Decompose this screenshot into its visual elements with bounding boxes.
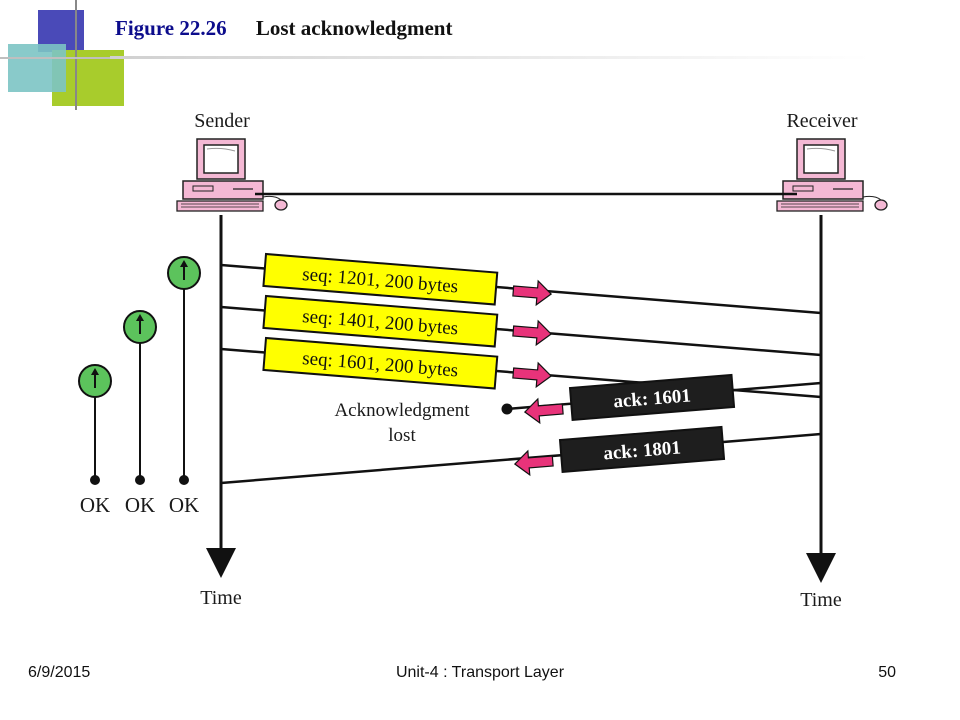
figure-caption: Lost acknowledgment (255, 16, 453, 40)
time-label-receiver: Time (800, 589, 842, 611)
ack-box-2: ack: 1801 (558, 425, 726, 473)
ack-arrow-2 (513, 449, 554, 477)
ok-label-2: OK (125, 493, 155, 517)
ack-arrow-1 (523, 397, 564, 425)
receiver-label: Receiver (786, 110, 857, 132)
corner-decoration (0, 0, 130, 110)
footer-date: 6/9/2015 (28, 664, 91, 681)
ok-timer-2 (123, 310, 157, 485)
time-label-sender: Time (200, 587, 242, 609)
ok-timer-1 (78, 364, 112, 485)
ok-timer-3 (167, 256, 201, 485)
title-underline (110, 56, 870, 59)
receiver-computer-icon (776, 138, 888, 212)
segment-box-3: seq: 1601, 200 bytes (262, 336, 499, 390)
lost-label-line2: lost (388, 425, 416, 446)
footer-unit: Unit-4 : Transport Layer (395, 664, 565, 681)
sender-computer-icon (176, 138, 288, 212)
segment-arrow-2 (512, 319, 553, 347)
page-title: Figure 22.26 Lost acknowledgment (115, 16, 452, 41)
figure-number: Figure 22.26 (115, 16, 227, 40)
segment-arrow-1 (512, 279, 553, 307)
ok-label-3: OK (169, 493, 199, 517)
lost-label-line1: Acknowledgment (334, 400, 470, 421)
segment-box-1: seq: 1201, 200 bytes (262, 252, 499, 306)
ack-box-1: ack: 1601 (568, 373, 736, 421)
sender-label: Sender (194, 110, 250, 132)
footer-page-number: 50 (878, 664, 896, 681)
segment-arrow-3 (512, 361, 553, 389)
ok-label-1: OK (80, 493, 110, 517)
lost-point-dot (501, 403, 513, 415)
segment-box-2: seq: 1401, 200 bytes (262, 294, 499, 348)
